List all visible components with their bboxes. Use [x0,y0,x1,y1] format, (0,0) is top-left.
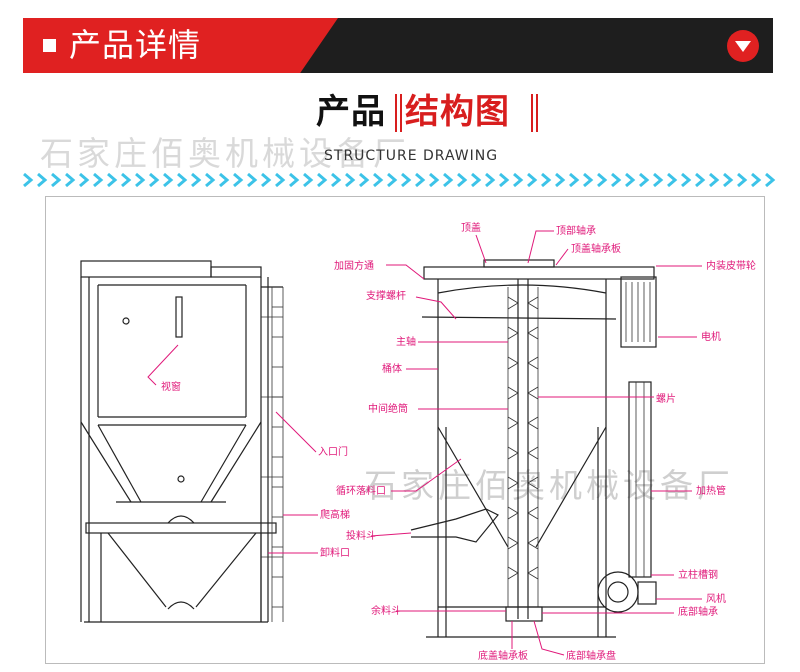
label-top-bearing: 顶部轴承 [556,224,596,237]
title-divider [536,94,538,132]
label-ladder: 爬高梯 [320,508,350,521]
label-inlet-door: 入口门 [318,445,348,458]
label-fan: 风机 [706,592,726,605]
section-title-red: 结构图 [405,92,510,132]
header-title: 产品详情 [69,26,202,64]
header-accent-band [23,18,338,73]
label-support-screw: 支撑螺杆 [366,289,406,302]
square-bullet-icon [43,39,56,52]
collapse-toggle-button[interactable] [727,30,759,62]
structure-diagram: 石家庄佰奥机械设备厂 [80,221,756,662]
diagram-frame: 石家庄佰奥机械设备厂 [45,196,765,664]
diagram-watermark: 石家庄佰奥机械设备厂 [364,466,734,505]
title-divider [400,94,402,132]
label-feed-hopper: 投料斗 [346,529,376,542]
label-inner-pulley: 内装皮带轮 [706,259,756,272]
label-fixed-ring: 加固方通 [334,259,374,272]
label-bottom-bearing-plate: 底部轴承盘 [566,649,616,662]
label-sight-window: 视窗 [161,380,181,393]
label-barrel: 桶体 [382,362,402,375]
label-circulation-outlet: 循环落料口 [336,484,386,497]
label-main-shaft: 主轴 [396,335,416,348]
section-subtitle: STRUCTURE DRAWING [324,148,499,164]
label-column-channel: 立柱槽钢 [678,568,718,581]
label-top-cover: 顶盖 [461,221,481,234]
label-residual-hopper: 余料斗 [371,604,401,617]
label-motor: 电机 [701,330,721,343]
label-heating-tube: 加热管 [696,484,726,497]
watermark-text: 石家庄佰奥机械设备厂 [40,134,410,173]
label-top-cover-bearing-plate: 顶盖轴承板 [571,242,621,255]
left-machine-drawing [80,260,284,623]
section-title: 产品 结构图 [0,88,800,138]
label-discharge: 卸料口 [320,546,350,559]
right-callouts: 顶盖 顶部轴承 顶盖轴承板 加固方通 内装皮带轮 支撑螺杆 电机 主轴 桶体 螺… [334,221,756,662]
chevron-down-icon [735,41,751,52]
label-blade: 螺片 [656,392,676,405]
label-middle-tube: 中间绝筒 [368,402,408,415]
label-bottom-bearing: 底部轴承 [678,605,718,618]
right-machine-drawing [410,259,657,638]
title-divider [531,94,533,132]
section-title-black: 产品 [316,92,386,132]
label-bottom-cover-plate: 底盖轴承板 [478,649,528,662]
title-divider [395,94,397,132]
left-callouts: 视窗 入口门 爬高梯 卸料口 [147,344,350,559]
section-header: 产品详情 [23,18,773,73]
chevron-divider [22,172,778,188]
